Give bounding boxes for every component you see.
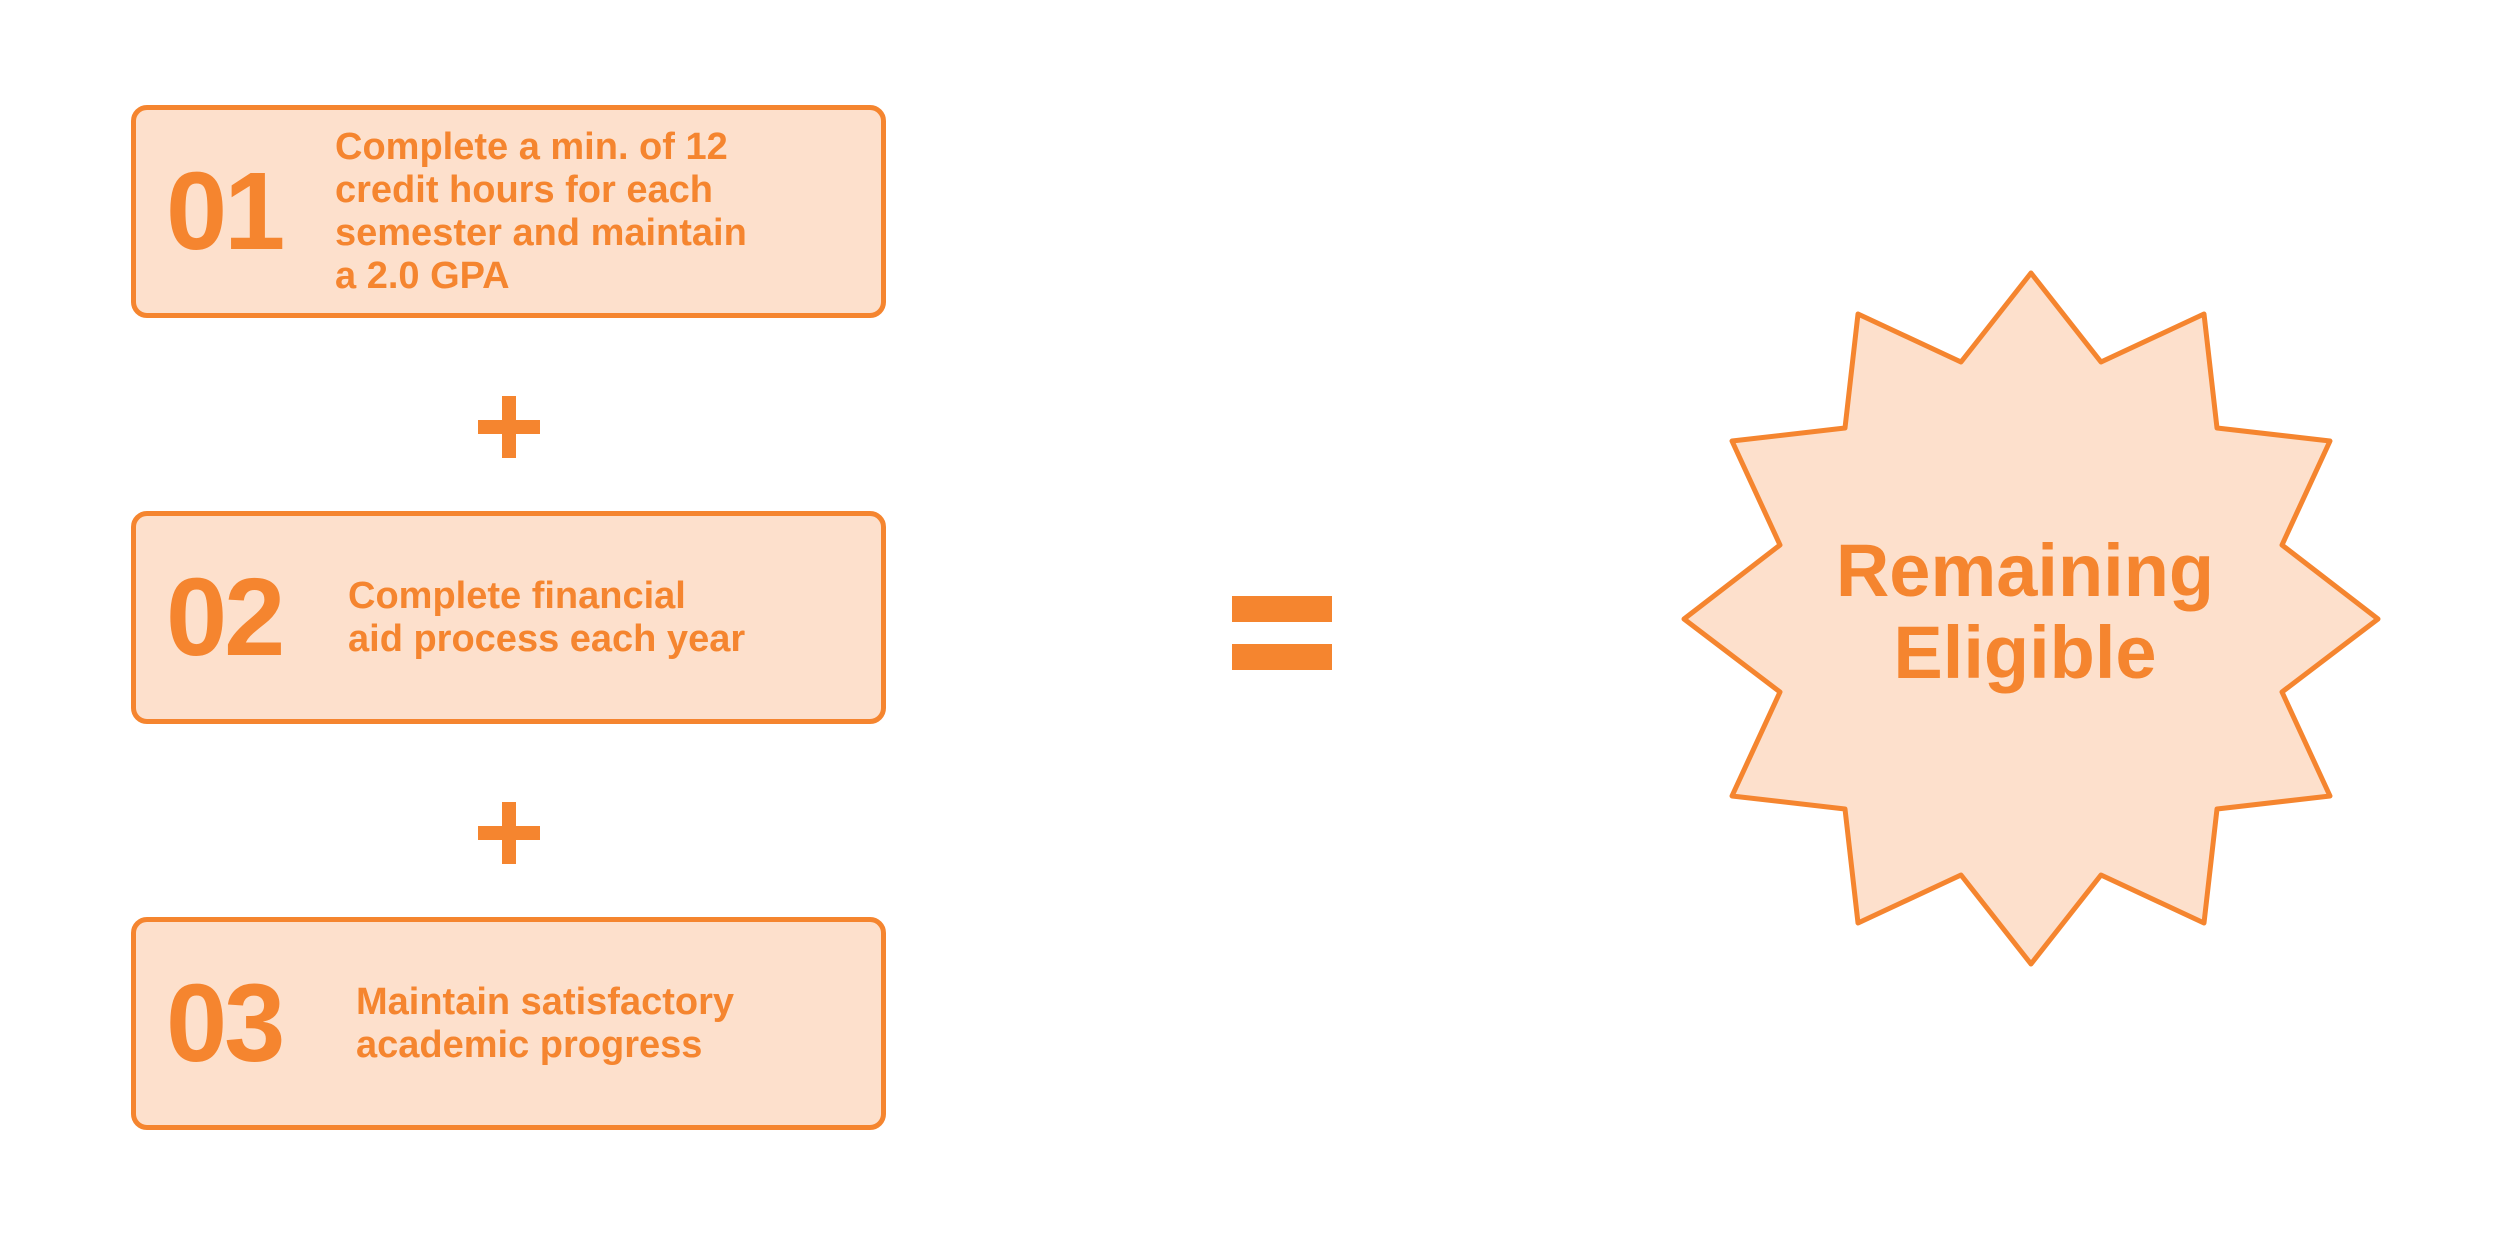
result-label-line: Remaining	[1835, 529, 2215, 612]
step-number: 03	[166, 961, 285, 1085]
step-description-line: Complete a min. of 12	[335, 125, 728, 168]
plus-icon	[478, 396, 540, 458]
starburst-shape	[1681, 270, 2381, 967]
equals-icon	[1232, 596, 1332, 670]
step-description: Maintain satisfactory academic progress	[356, 981, 734, 1067]
step-description-line: Complete financial	[348, 574, 686, 617]
step-number: 02	[166, 555, 285, 679]
result-label: Remaining Eligible	[1625, 530, 2425, 694]
step-description-line: aid process each year	[348, 617, 746, 660]
step-description-line: a 2.0 GPA	[335, 254, 510, 297]
step-description-line: credit hours for each	[335, 168, 713, 211]
step-card-3: 03 Maintain satisfactory academic progre…	[131, 917, 886, 1130]
step-description: Complete a min. of 12 credit hours for e…	[335, 126, 747, 298]
step-card-2: 02 Complete financial aid process each y…	[131, 511, 886, 724]
result-label-line: Eligible	[1893, 611, 2157, 694]
step-description-line: academic progress	[356, 1023, 703, 1066]
plus-icon	[478, 802, 540, 864]
step-description: Complete financial aid process each year	[348, 575, 745, 661]
step-description-line: semester and maintain	[335, 211, 747, 254]
step-description-line: Maintain satisfactory	[356, 980, 734, 1023]
step-card-1: 01 Complete a min. of 12 credit hours fo…	[131, 105, 886, 318]
step-number: 01	[166, 149, 285, 273]
